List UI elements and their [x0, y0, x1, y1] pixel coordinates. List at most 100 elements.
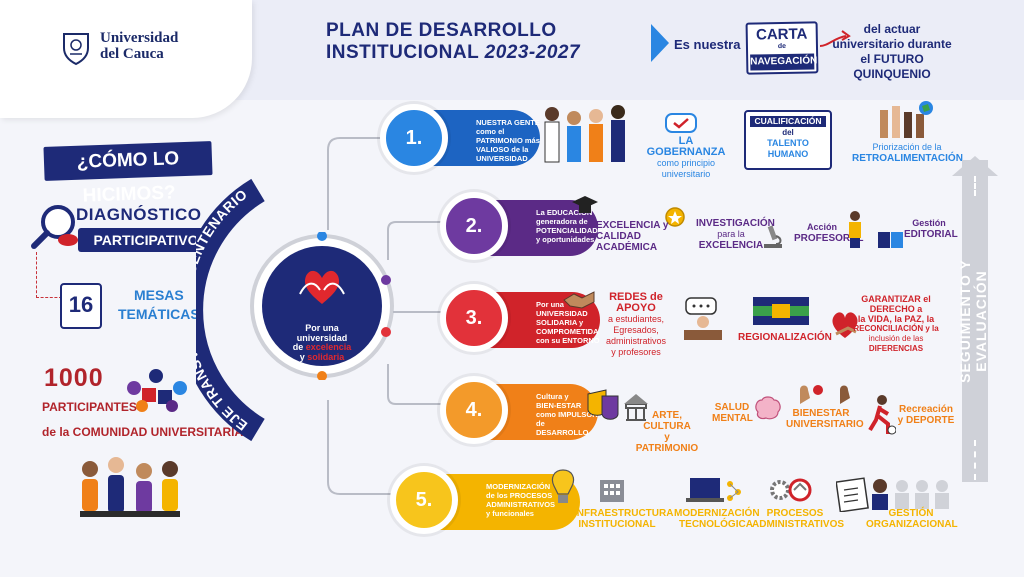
row1-banner-line: PATRIMONIO más: [476, 136, 540, 145]
people-icon: [544, 105, 625, 163]
del-actuar-line3: el FUTURO QUINQUENIO: [853, 52, 931, 81]
item-line: universitario: [661, 169, 711, 179]
row1-item-cualificacion: CUALIFICACIÓN del TALENTO HUMANO: [744, 110, 832, 170]
row5-item-modernizacion-tec: MODERNIZACIÓN TECNOLÓGICA: [674, 508, 760, 530]
item-line: Acción: [806, 222, 837, 232]
item-line: GESTIÓN: [888, 508, 934, 519]
row5-item-procesos: PROCESOS ADMINISTRATIVOS: [752, 508, 844, 530]
row1-banner-line: VALIOSO de la: [476, 145, 529, 154]
puzzle-icon: [127, 369, 187, 412]
row2-item-investigacion: INVESTIGACIÓN para la EXCELENCIA: [696, 218, 775, 251]
item-line: PROFESORAL: [794, 233, 864, 244]
item-line: INSTITUCIONAL: [578, 519, 656, 530]
row5-item-infraestructura: INFRAESTRUCTURA INSTITUCIONAL: [574, 508, 674, 530]
item-line: REDES de APOYO: [609, 291, 663, 314]
row3-banner-line: COMPROMETIDA: [536, 327, 599, 336]
row3-item-derecho-vida: GARANTIZAR el DERECHO a la VIDA, la PAZ,…: [838, 294, 954, 354]
item-line: administrativos: [605, 336, 667, 346]
arrow-up-icon: [952, 156, 998, 176]
meeting-icon: [684, 297, 722, 340]
university-line1: Universidad: [100, 30, 179, 46]
svg-text:EJE TRANSVERSAL: BICENTENARIO: EJE TRANSVERSAL: BICENTENARIO: [196, 186, 250, 434]
evaluation-label: SEGUIMIENTO Y EVALUACIÓN: [957, 259, 989, 383]
chevron-right-icon: [651, 24, 669, 62]
item-line: TALENTO: [767, 138, 809, 148]
row2-number: 2.: [440, 192, 508, 260]
center-slogan: Por una universidad de excelencia y soli…: [272, 323, 372, 362]
item-line: EXCELENCIA y: [596, 220, 669, 231]
del-actuar-text: del actuar universitario durante el FUTU…: [822, 22, 962, 82]
people-icon: [80, 457, 180, 517]
item-line: PROCESOS: [766, 508, 824, 519]
row1-number: 1.: [380, 104, 448, 172]
laptop-icon: [686, 478, 741, 502]
item-line: a estudiantes,: [607, 314, 665, 324]
row3-banner-line: SOLIDARIA y: [536, 318, 584, 327]
item-line: la VIDA, la PAZ, la: [857, 314, 935, 324]
medal-icon: [665, 207, 685, 227]
item-line: del: [782, 128, 794, 137]
row2-item-gestion-editorial: Gestión EDITORIAL: [904, 218, 958, 240]
flag-icon: [753, 297, 809, 325]
row5-banner-line: y funcionales: [486, 509, 534, 518]
del-actuar-line1: del actuar: [863, 22, 921, 36]
title-years: 2023-2027: [484, 42, 581, 63]
item-line: para la: [717, 229, 745, 239]
eje-transversal-arc: EJE TRANSVERSAL: BICENTENARIO: [196, 178, 265, 442]
item-line: GARANTIZAR el DERECHO a: [861, 294, 931, 314]
row3-number: 3.: [440, 284, 508, 352]
connector-lines: [327, 137, 448, 495]
item-line: y DEPORTE: [897, 415, 955, 426]
item-line: CUALIFICACIÓN: [750, 116, 826, 127]
row1-banner-line: como el: [476, 127, 505, 136]
item-line: REGIONALIZACIÓN: [738, 332, 832, 343]
eje-transversal-text: EJE TRANSVERSAL: BICENTENARIO: [196, 186, 250, 434]
item-line: Priorización de la: [872, 142, 942, 152]
arrow-right-icon: [819, 30, 851, 47]
item-line: MODERNIZACIÓN: [674, 508, 760, 519]
center-line3: de excelencia: [292, 342, 352, 352]
magnifier-icon: [31, 205, 78, 249]
title-line1: PLAN DE DESARROLLO: [326, 20, 557, 41]
carta-line2: de: [777, 42, 787, 51]
row5-number: 5.: [390, 466, 458, 534]
item-line: y PATRIMONIO: [635, 432, 699, 454]
logo-card: [0, 0, 252, 118]
runner-icon: [868, 395, 896, 435]
book-icon: 16: [60, 283, 102, 329]
row2-banner-line: La EDUCACIÓN: [536, 208, 593, 217]
row1-banner-line: NUESTRA GENTE: [476, 118, 540, 127]
mesas-tematicas-label: MESAS TEMÁTICAS: [118, 286, 200, 324]
item-line: EXCELENCIA: [698, 240, 764, 251]
row1-item-gobernanza: LA GOBERNANZA como principio universitar…: [640, 136, 732, 180]
lightbulb-icon: [551, 469, 575, 503]
item-line: INFRAESTRUCTURA: [574, 508, 674, 519]
participativo-label: PARTICIPATIVO: [78, 228, 214, 252]
item-line: ORGANIZACIONAL: [866, 519, 958, 530]
graduation-cap-icon: [572, 196, 598, 213]
item-line: Gestión: [912, 218, 946, 228]
item-line: EDITORIAL: [904, 229, 958, 240]
handshake-icon: [563, 291, 595, 309]
solidaria-word: solidaria: [307, 351, 345, 362]
plan-title: PLAN DE DESARROLLO INSTITUCIONAL 2023-20…: [326, 20, 656, 64]
university-line2: del Cauca: [100, 46, 164, 62]
comunidad-label: de la COMUNIDAD UNIVERSITARIA: [42, 425, 244, 439]
item-line: inclusión de las: [868, 334, 924, 343]
brain-icon: [755, 396, 781, 420]
row3-banner-line: Por una: [536, 300, 564, 309]
heart-hand-icon: [832, 312, 858, 338]
row4-item-bienestar: BIENESTAR UNIVERSITARIO: [786, 408, 864, 430]
del-actuar-line2: universitario durante: [832, 37, 952, 51]
participantes-label: PARTICIPANTES: [42, 400, 137, 414]
diagnostico-title: DIAGNÓSTICO: [76, 205, 202, 224]
item-line: DIFERENCIAS: [868, 344, 924, 353]
item-line: como principio: [656, 158, 716, 168]
dashed-line: [974, 176, 976, 196]
crest-icon: [63, 33, 89, 66]
evaluation-bar: [962, 160, 988, 482]
row5-banner-line: ADMINISTRATIVOS: [486, 500, 556, 509]
row4-banner-line: BIEN-ESTAR: [536, 401, 582, 410]
arms-icon: [800, 385, 850, 404]
carta-line3: NAVEGACIÓN: [750, 53, 817, 71]
